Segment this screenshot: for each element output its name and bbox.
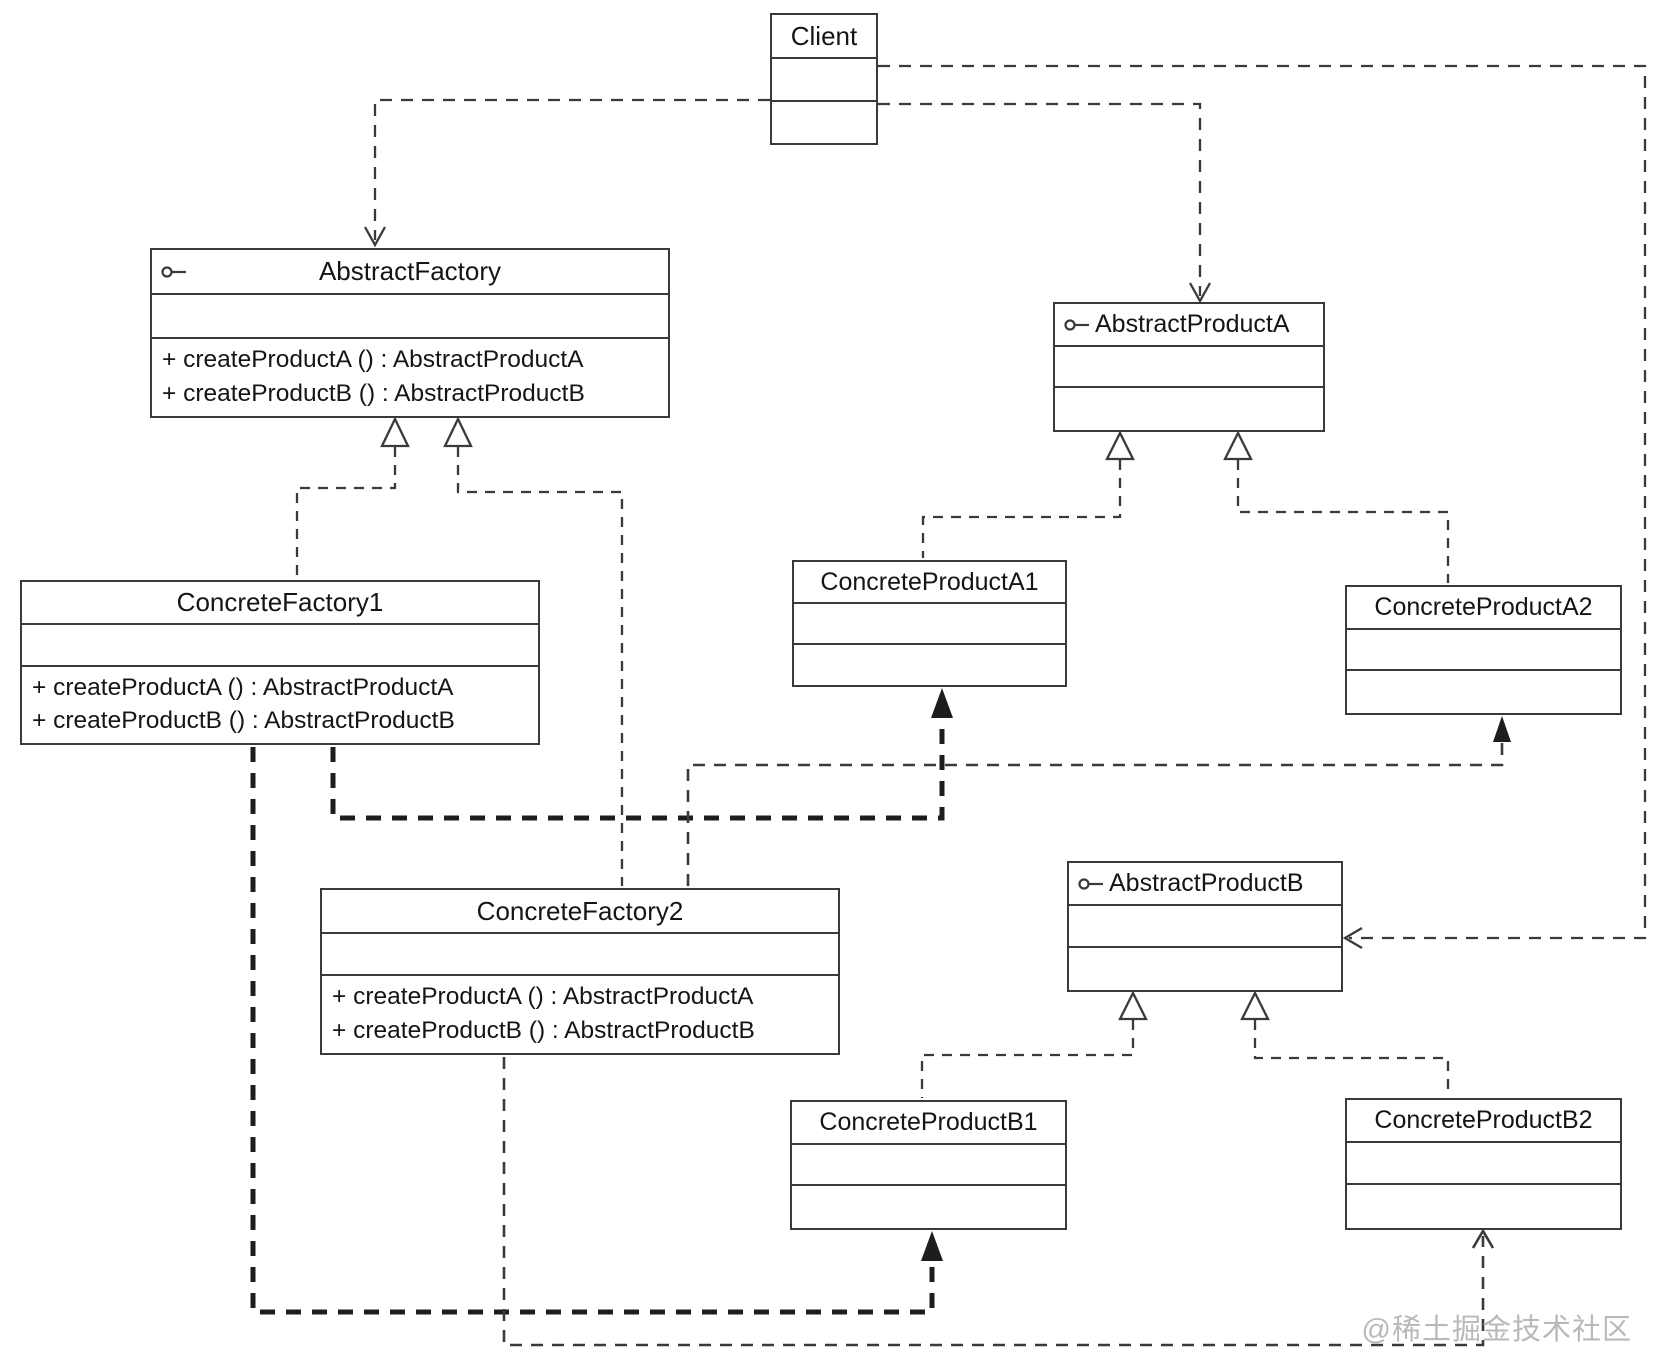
class-title-bar: AbstractFactory — [152, 250, 668, 293]
class-box-concrete-product-b1: ConcreteProductB1 — [790, 1100, 1067, 1230]
methods-compartment: + createProductA () : AbstractProductA +… — [22, 665, 538, 742]
filled-arrowhead — [931, 688, 953, 718]
class-box-concrete-product-a2: ConcreteProductA2 — [1345, 585, 1622, 715]
methods-compartment-empty — [1069, 946, 1341, 987]
class-title-bar: AbstractProductA — [1055, 304, 1323, 345]
attributes-compartment-empty — [1347, 628, 1620, 669]
method-label: + createProductA () : AbstractProductA — [332, 983, 754, 1011]
generalization-concrete-product-a1-to-abstract-product-a — [921, 430, 1135, 558]
open-arrowhead — [1471, 1228, 1495, 1249]
interface-key-icon — [1078, 877, 1103, 890]
dependency-client-to-abstract-factory — [363, 98, 770, 248]
watermark-label: @稀土掘金技术社区 — [1361, 1314, 1632, 1346]
interface-key-icon — [161, 265, 186, 278]
class-box-abstract-product-a: AbstractProductA — [1053, 302, 1325, 432]
generalization-concrete-product-b2-to-abstract-product-b — [1240, 990, 1450, 1096]
class-title-bar: Client — [772, 15, 876, 57]
class-name-label: ConcreteProductA2 — [1374, 593, 1593, 621]
method-label: + createProductB () : AbstractProductB — [162, 379, 585, 407]
class-name-label: Client — [790, 20, 858, 51]
generalization-concrete-product-b1-to-abstract-product-b — [920, 990, 1148, 1098]
attributes-compartment-empty — [22, 623, 538, 665]
methods-compartment-empty — [792, 1184, 1065, 1226]
class-box-abstract-factory: AbstractFactory + createProductA () : Ab… — [150, 248, 670, 418]
methods-compartment-empty — [772, 100, 876, 142]
dependency-concrete-factory-2-to-concrete-product-a2 — [686, 716, 1511, 886]
method-label: + createProductA () : AbstractProductA — [32, 673, 454, 701]
class-name-label: ConcreteProductB1 — [819, 1108, 1038, 1136]
generalization-concrete-factory-2-to-abstract-factory — [443, 416, 624, 886]
class-title-bar: ConcreteProductA2 — [1347, 587, 1620, 628]
generalization-concrete-factory-1-to-abstract-factory — [295, 416, 410, 578]
hollow-triangle-arrowhead — [1118, 990, 1148, 1021]
generalization-concrete-product-a2-to-abstract-product-a — [1223, 430, 1450, 583]
method-label: + createProductA () : AbstractProductA — [162, 346, 584, 374]
class-box-concrete-factory-2: ConcreteFactory2 + createProductA () : A… — [320, 888, 840, 1055]
dependency-concrete-factory-1-to-concrete-product-b1 — [250, 747, 943, 1315]
attributes-compartment-empty — [792, 1143, 1065, 1184]
methods-compartment-empty — [1347, 669, 1620, 711]
class-name-label: AbstractFactory — [318, 256, 502, 286]
hollow-triangle-arrowhead — [443, 416, 473, 448]
class-title-bar: ConcreteProductB2 — [1347, 1100, 1620, 1141]
methods-compartment-empty — [794, 643, 1065, 683]
hollow-triangle-arrowhead — [380, 416, 410, 448]
filled-arrowhead — [921, 1231, 943, 1261]
hollow-triangle-arrowhead — [1240, 990, 1270, 1021]
class-box-abstract-product-b: AbstractProductB — [1067, 861, 1343, 992]
attributes-compartment-empty — [322, 932, 838, 974]
attributes-compartment-empty — [772, 57, 876, 100]
class-box-concrete-product-a1: ConcreteProductA1 — [792, 560, 1067, 687]
open-arrowhead — [1342, 927, 1363, 949]
class-box-client: Client — [770, 13, 878, 145]
class-name-label: ConcreteProductA1 — [820, 567, 1039, 596]
class-name-label: ConcreteFactory1 — [176, 587, 384, 617]
dependency-concrete-factory-2-to-concrete-product-b2 — [502, 1057, 1495, 1347]
attributes-compartment-empty — [152, 293, 668, 337]
attributes-compartment-empty — [1069, 904, 1341, 946]
hollow-triangle-arrowhead — [1105, 430, 1135, 461]
dependency-client-to-abstract-product-b — [878, 64, 1647, 949]
open-arrowhead — [363, 226, 387, 248]
dependency-client-to-abstract-product-a — [878, 102, 1212, 304]
method-label: + createProductB () : AbstractProductB — [332, 1016, 755, 1044]
class-box-concrete-product-b2: ConcreteProductB2 — [1345, 1098, 1622, 1230]
interface-key-icon — [1064, 318, 1089, 331]
hollow-triangle-arrowhead — [1223, 430, 1253, 461]
class-name-label: AbstractProductB — [1109, 869, 1304, 897]
attributes-compartment-empty — [1347, 1141, 1620, 1183]
methods-compartment-empty — [1055, 386, 1323, 427]
class-box-concrete-factory-1: ConcreteFactory1 + createProductA () : A… — [20, 580, 540, 745]
methods-compartment: + createProductA () : AbstractProductA +… — [322, 974, 838, 1052]
method-label: + createProductB () : AbstractProductB — [32, 706, 455, 734]
class-title-bar: ConcreteProductA1 — [794, 562, 1065, 602]
dependency-concrete-factory-1-to-concrete-product-a1 — [330, 688, 953, 821]
class-name-label: ConcreteFactory2 — [476, 895, 684, 926]
class-title-bar: ConcreteProductB1 — [792, 1102, 1065, 1143]
class-title-bar: AbstractProductB — [1069, 863, 1341, 904]
class-name-label: AbstractProductA — [1095, 310, 1290, 338]
class-name-label: ConcreteProductB2 — [1374, 1106, 1593, 1134]
class-title-bar: ConcreteFactory1 — [22, 582, 538, 623]
filled-arrowhead — [1493, 716, 1511, 742]
class-title-bar: ConcreteFactory2 — [322, 890, 838, 932]
methods-compartment-empty — [1347, 1183, 1620, 1224]
attributes-compartment-empty — [1055, 345, 1323, 386]
methods-compartment: + createProductA () : AbstractProductA +… — [152, 337, 668, 415]
attributes-compartment-empty — [794, 602, 1065, 643]
open-arrowhead — [1188, 282, 1212, 304]
